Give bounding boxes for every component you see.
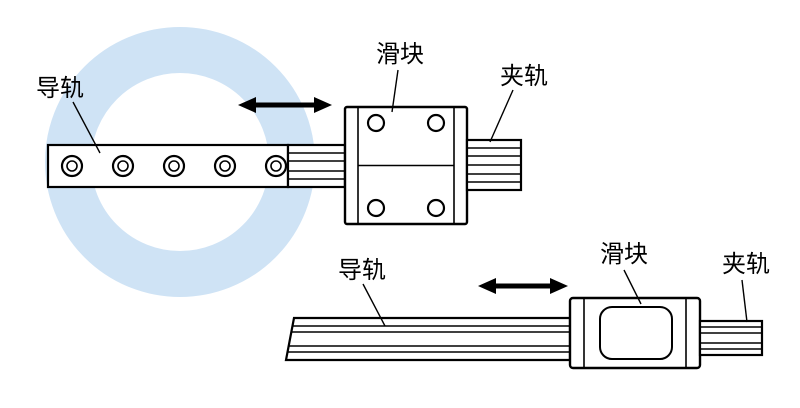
bottom-slider-label: 滑块 [600,240,648,268]
bolt-hole [366,198,386,218]
top-guide-rail [46,143,290,189]
bolt-hole [366,113,386,133]
top-guide-rail-label: 导轨 [36,74,84,102]
bottom-slider-block [568,296,702,370]
top-rail-joint-section [286,143,347,189]
arrow-left-head [238,97,256,113]
bolt-hole [426,198,446,218]
top-motion-arrow [238,97,332,113]
arrow-right-head [550,278,568,294]
arrow-right-head [314,97,332,113]
top-clamp-rail-label: 夹轨 [500,62,548,90]
top-slider-block [343,105,469,226]
bottom-guide-rail-label: 导轨 [338,256,386,284]
top-guide-rail-leader [72,101,101,154]
bottom-assembly: 导轨 滑块 夹轨 [284,240,770,370]
bottom-guide-rail-leader [362,283,386,327]
top-slider-leader [391,69,399,113]
rail-hole [60,154,84,178]
bottom-clamp-rail-label: 夹轨 [722,250,770,278]
bottom-slider-leader [623,269,642,305]
bottom-motion-arrow [478,278,568,294]
bottom-guide-rail [284,316,572,362]
top-guide-rail-body [46,143,290,189]
top-clamp-rail [465,138,523,192]
top-assembly: 导轨 滑块 夹轨 [36,40,548,226]
bottom-clamp-rail [698,319,764,357]
rail-hole [162,154,186,178]
rail-hole [213,154,237,178]
bottom-clamp-rail-leader [741,279,748,323]
bottom-slider-center [599,306,673,360]
top-slider-label: 滑块 [376,40,424,68]
rail-hole [111,154,135,178]
bottom-guide-rail-body [284,316,572,362]
arrow-left-head [478,278,496,294]
bolt-hole [426,113,446,133]
top-clamp-rail-leader [489,89,514,143]
rail-hole [264,154,288,178]
